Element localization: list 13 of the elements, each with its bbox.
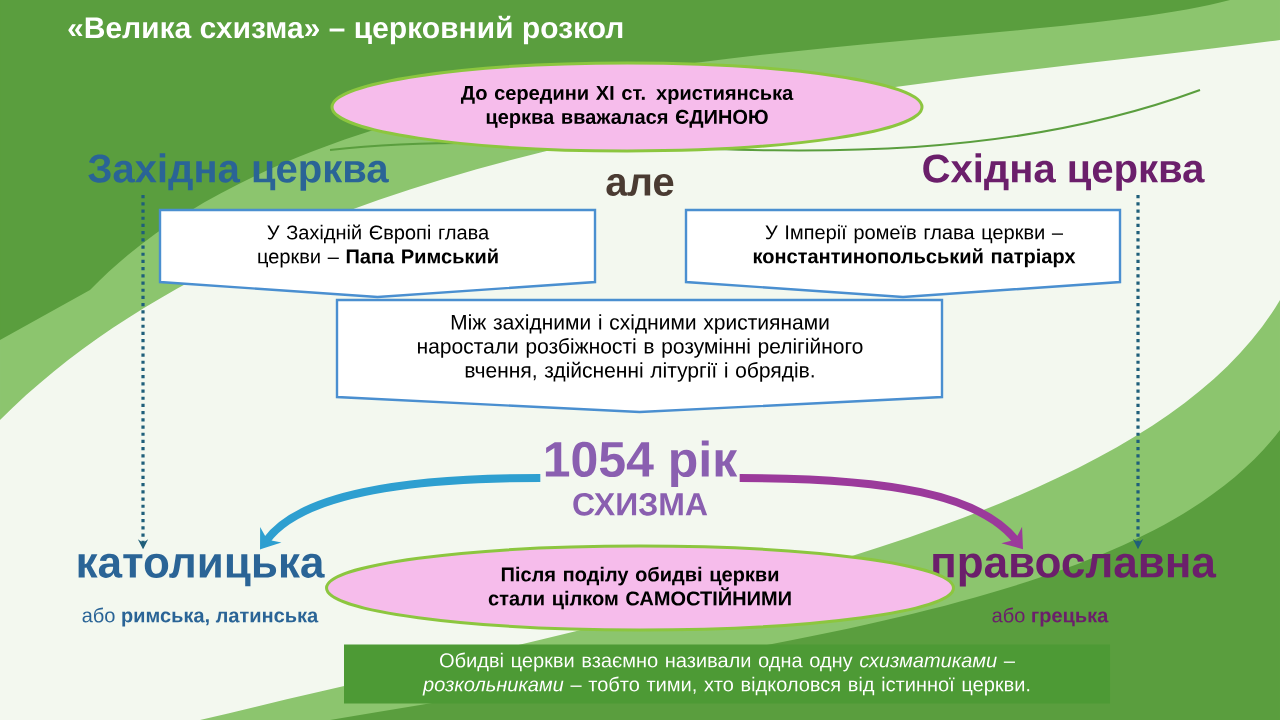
title: «Велика схизма» – церковний розкол <box>68 15 623 45</box>
heading-text: католицька <box>78 553 325 587</box>
heading-text: Східна церква <box>923 153 1205 191</box>
note-panel: Обидві церкви взаємно називали одна одну схизматиками – розкольниками – тобто тими, хто відколовся від істинної церкви. <box>344 644 1110 704</box>
word-text: але <box>606 174 674 196</box>
callout-box: Між західними і східними християнами наростали розбіжності в розумінні релігійного вчення, здійсненні літургії і обрядів. <box>335 298 944 414</box>
heading-text: 1054 рік СХИЗМА <box>545 440 738 516</box>
caption-text: або грецька <box>992 607 1109 627</box>
heading-text: Західна церква <box>88 153 389 191</box>
caption-text: або римська, латинська <box>82 607 319 627</box>
callout-box: У Західній Європі глава церкви – Папа Римський <box>158 208 597 299</box>
callout-box: У Імперії ромеїв глава церкви – константинопольський патріарх <box>684 208 1122 299</box>
oval-box: До середини XI ст. християнська церква вважалася ЄДИНОЮ <box>330 61 924 153</box>
